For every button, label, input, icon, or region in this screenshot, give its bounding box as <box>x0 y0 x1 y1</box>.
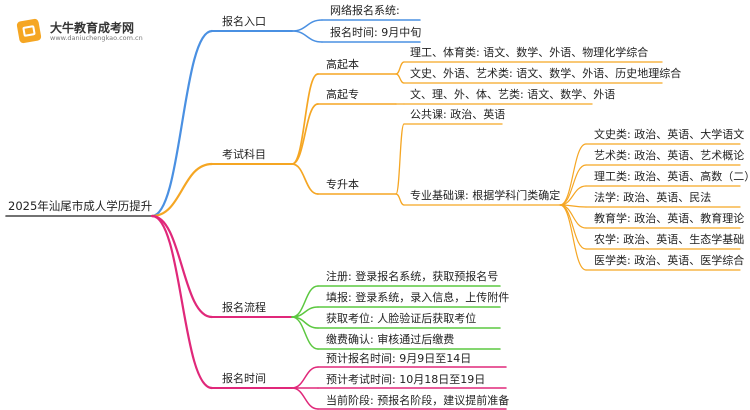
zsb-public: 公共课: 政治、英语 <box>410 108 506 121</box>
subject-gqb: 高起本 <box>326 58 359 71</box>
gqz-item: 文、理、外、体、艺类: 语文、数学、外语 <box>410 88 616 101</box>
entry-item: 网络报名系统: <box>330 4 400 17</box>
time-item: 预计报名时间: 9月9日至14日 <box>326 352 472 365</box>
link-entry <box>150 29 214 218</box>
branch-time: 报名时间 <box>222 372 266 385</box>
link-major-item <box>559 204 587 229</box>
link-time-item <box>291 387 319 410</box>
major-item: 农学: 政治、英语、生态学基础 <box>594 233 745 246</box>
link-entry-item <box>291 30 323 43</box>
link-zsb-public <box>395 123 405 195</box>
link-process-item <box>291 316 319 350</box>
time-item: 当前阶段: 预报名阶段，建议提前准备 <box>326 394 510 407</box>
brand-name: 大牛教育成考网 <box>50 21 135 35</box>
link-gqz <box>291 103 319 165</box>
subject-zsb: 专升本 <box>326 178 359 191</box>
link-time-item <box>291 366 319 389</box>
branch-entry: 报名入口 <box>222 15 266 28</box>
process-item: 填报: 登录系统，录入信息，上传附件 <box>326 291 510 304</box>
link-subjects <box>150 162 214 218</box>
gqb-item: 理工、体育类: 语文、数学、外语、物理化学综合 <box>410 46 649 59</box>
root-node: 2025年汕尾市成人学历提升 <box>8 199 153 213</box>
link-gqb-item <box>395 73 405 84</box>
link-zsb <box>291 163 319 195</box>
branch-subjects: 考试科目 <box>222 148 266 161</box>
link-gqb <box>291 73 319 165</box>
major-item: 教育学: 政治、英语、教育理论 <box>594 212 745 225</box>
branch-process: 报名流程 <box>222 301 266 314</box>
subject-gqz: 高起专 <box>326 88 359 101</box>
link-process <box>150 214 214 319</box>
process-item: 缴费确认: 审核通过后缴费 <box>326 333 455 346</box>
link-major-item <box>559 204 587 271</box>
process-item: 获取考位: 人脸验证后获取考位 <box>326 312 477 325</box>
major-item: 艺术类: 政治、英语、艺术概论 <box>594 149 745 162</box>
process-item: 注册: 登录报名系统，获取预报名号 <box>326 270 499 283</box>
brand-logo: 大牛教育成考网 www.daniuchengkao.com.cn <box>16 18 158 46</box>
gqb-item: 文史、外语、艺术类: 语文、数学、外语、历史地理综合 <box>410 67 682 80</box>
major-item: 医学类: 政治、英语、医学综合 <box>594 254 745 267</box>
brand-url: www.daniuchengkao.com.cn <box>50 34 143 42</box>
link-time <box>150 214 214 390</box>
link-entry-item <box>291 19 323 32</box>
link-major-item <box>559 164 587 206</box>
zsb-major: 专业基础课: 根据学科门类确定 <box>410 189 561 202</box>
book-icon <box>16 18 42 44</box>
major-item: 理工类: 政治、英语、高数（二） <box>594 170 750 183</box>
time-item: 预计考试时间: 10月18日至19日 <box>326 373 486 386</box>
link-gqb-item <box>395 61 405 75</box>
link-zsb-major <box>395 193 405 206</box>
major-item: 文史类: 政治、英语、大学语文 <box>594 128 745 141</box>
entry-item: 报名时间: 9月中旬 <box>330 26 422 39</box>
major-item: 法学: 政治、英语、民法 <box>594 191 712 204</box>
